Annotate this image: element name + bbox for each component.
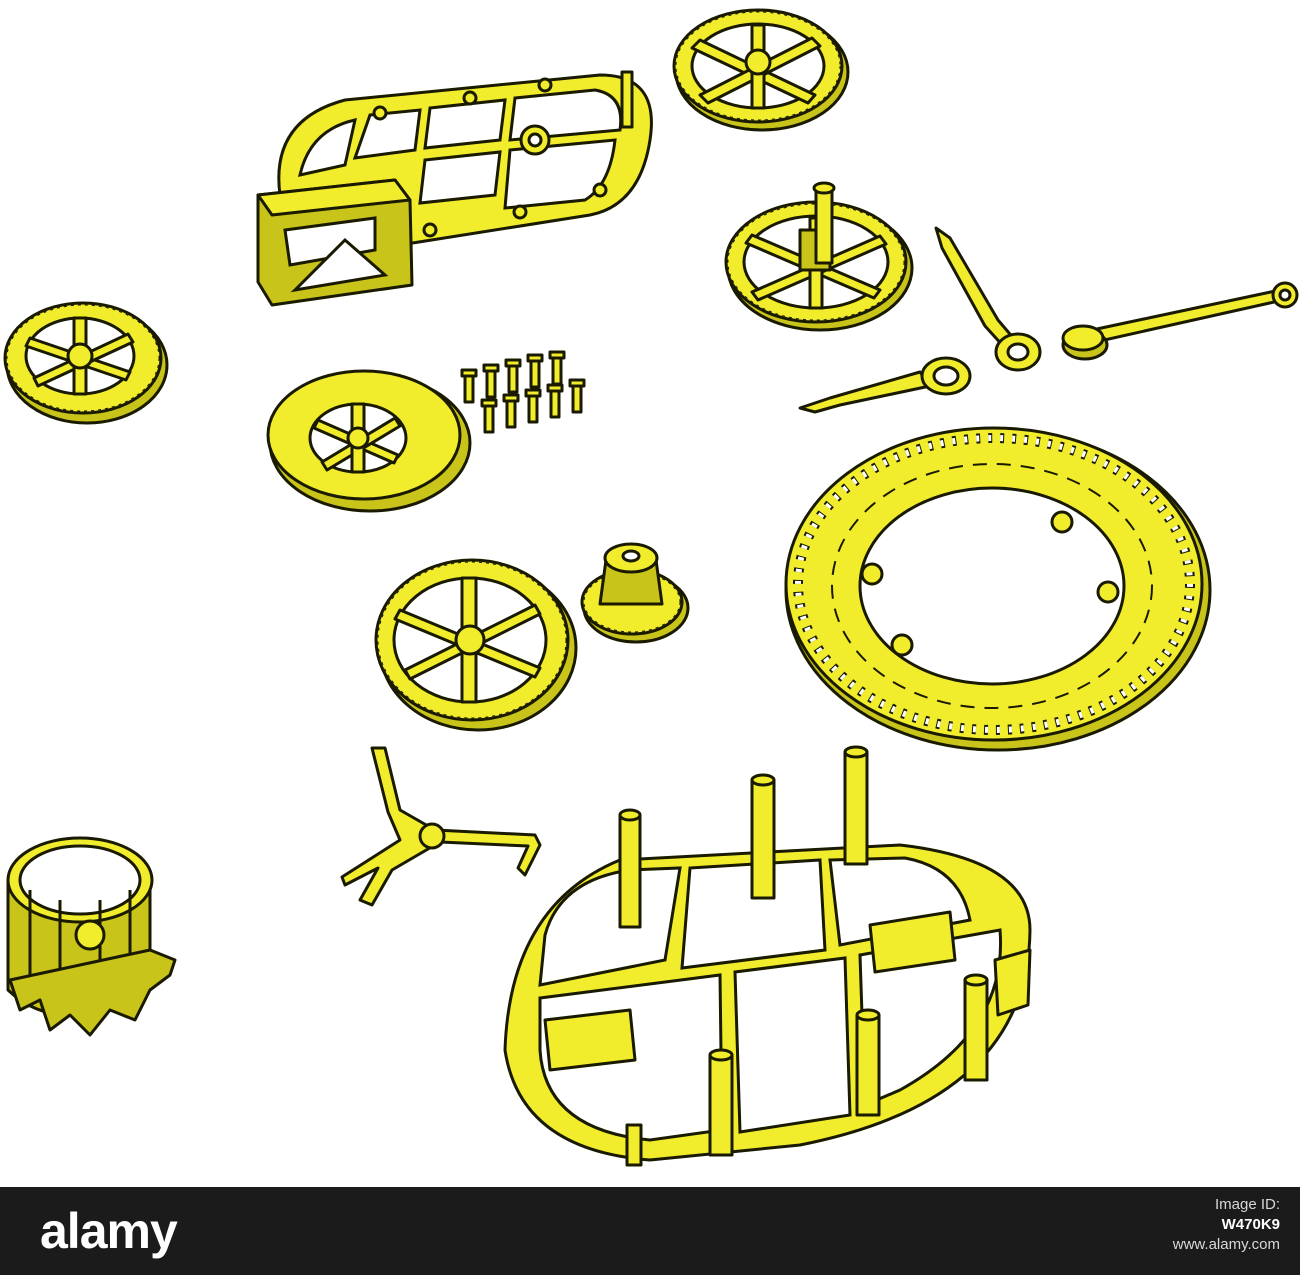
gear-with-shaft [724, 181, 914, 332]
gear-left [3, 301, 169, 425]
clock-parts-illustration: .p { fill: #f2ed2c; stroke: #1a1a00; str… [3, 8, 1299, 1167]
watermark-footer: alamy Image ID: W470K9 www.alamy.com [0, 1187, 1300, 1275]
front-frame [503, 745, 1032, 1167]
pinion-gear [580, 542, 690, 644]
alamy-logo: alamy [40, 1203, 178, 1259]
pendulum-bracket [340, 746, 542, 907]
image-id-label: Image ID: [1214, 1196, 1280, 1213]
clock-hand-hour [798, 356, 972, 414]
clock-dial-ring [784, 426, 1212, 752]
screws [460, 350, 586, 434]
back-frame-top [256, 70, 653, 307]
clock-hand-long [1061, 281, 1299, 361]
image-id-value: W470K9 [1221, 1216, 1280, 1233]
gear-top-right [672, 8, 850, 132]
barrel-drum [6, 836, 177, 1037]
gear-middle [374, 558, 578, 732]
gear-disc [266, 369, 472, 513]
site-url: www.alamy.com [1172, 1236, 1280, 1253]
clock-hand-minute [934, 226, 1042, 372]
image-id-block: Image ID: W470K9 www.alamy.com [1080, 1195, 1280, 1255]
